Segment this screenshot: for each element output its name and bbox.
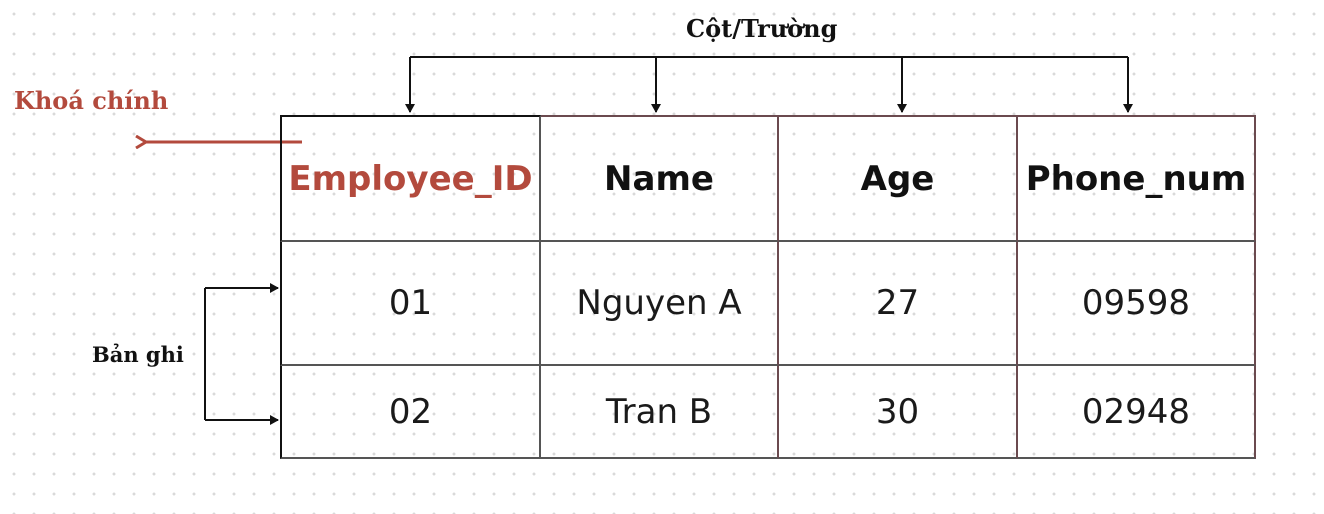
cell-row2-age: 30 bbox=[779, 366, 1018, 459]
cell-row1-employee-id: 01 bbox=[280, 242, 541, 366]
cell-row1-name: Nguyen A bbox=[541, 242, 779, 366]
header-employee-id: Employee_ID bbox=[280, 115, 541, 242]
records-bracket bbox=[204, 283, 279, 425]
cell-row2-employee-id: 02 bbox=[280, 366, 541, 459]
cell-row1-phone-num: 09598 bbox=[1018, 242, 1256, 366]
columns-bracket bbox=[405, 56, 1133, 113]
columns-label: Cột/Trường bbox=[686, 14, 838, 43]
cell-row2-phone-num: 02948 bbox=[1018, 366, 1256, 459]
records-label: Bản ghi bbox=[92, 342, 184, 367]
header-name: Name bbox=[541, 115, 779, 242]
cell-row1-age: 27 bbox=[779, 242, 1018, 366]
employee-table: Employee_ID Name Age Phone_num 01 Nguyen… bbox=[280, 115, 1256, 459]
primary-key-label: Khoá chính bbox=[14, 86, 169, 115]
cell-row2-name: Tran B bbox=[541, 366, 779, 459]
header-age: Age bbox=[779, 115, 1018, 242]
header-phone-num: Phone_num bbox=[1018, 115, 1256, 242]
